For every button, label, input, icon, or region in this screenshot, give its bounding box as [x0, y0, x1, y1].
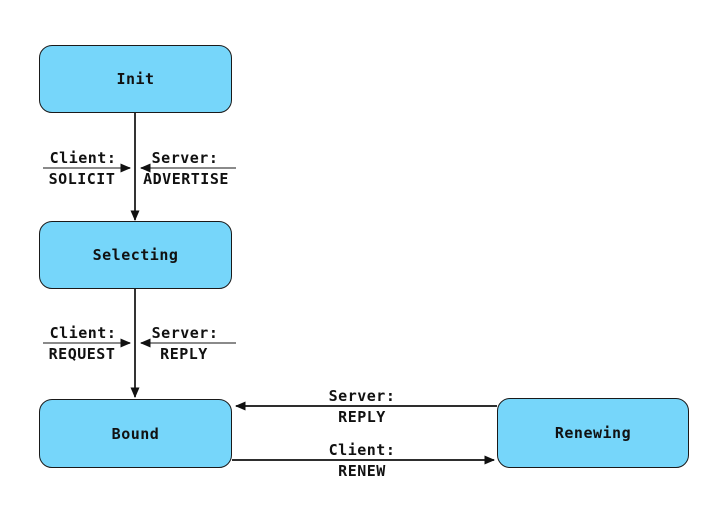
label-client-message-solicit: SOLICIT: [48, 170, 116, 188]
state-box-bound: Bound: [39, 399, 232, 468]
label-client-role-request: Client:: [49, 324, 117, 342]
state-label-renewing: Renewing: [554, 424, 632, 442]
state-label-bound: Bound: [111, 424, 160, 443]
label-client-role-solicit: Client:: [49, 149, 117, 167]
state-box-renewing: Renewing: [497, 398, 689, 468]
state-box-selecting: Selecting: [39, 221, 232, 289]
label-client-role-renew: Client:: [328, 441, 396, 459]
label-server-message-advertise: ADVERTISE: [143, 170, 229, 188]
label-server-role-advertise: Server:: [151, 149, 219, 167]
state-box-init: Init: [39, 45, 232, 113]
state-label-selecting: Selecting: [92, 246, 179, 264]
label-server-message-reply-renewing: REPLY: [338, 408, 386, 426]
label-client-message-request: REQUEST: [48, 345, 116, 363]
label-server-role-reply: Server:: [151, 324, 219, 342]
label-client-message-renew: RENEW: [338, 462, 386, 480]
state-label-init: Init: [116, 70, 155, 88]
label-server-role-reply-renewing: Server:: [328, 387, 396, 405]
label-server-message-reply: REPLY: [160, 345, 208, 363]
